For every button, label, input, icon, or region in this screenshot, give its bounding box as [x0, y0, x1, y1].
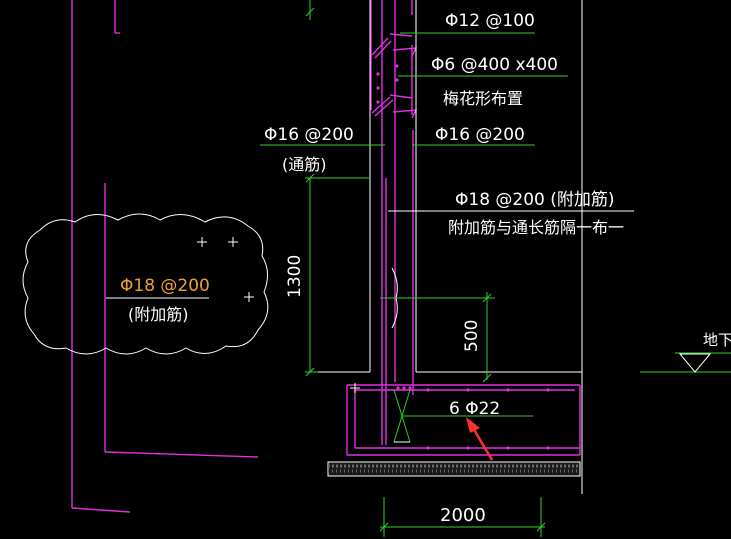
- dimension-2000: [379, 497, 546, 537]
- footing-plus-mark: [350, 383, 360, 393]
- base-bars-label: 6 Φ22: [449, 399, 500, 419]
- left-wall-rebar: [71, 0, 259, 513]
- revision-cloud: [22, 213, 269, 355]
- dimension-2000-text: 2000: [440, 505, 486, 526]
- dimension-500-text: 500: [462, 320, 482, 352]
- footing-bar-dots: [396, 386, 550, 450]
- basement-label: 地下室: [703, 331, 731, 349]
- left-bar-note-label: (通筋): [282, 155, 327, 174]
- red-annotation-arrow: [466, 417, 494, 461]
- additional-bar-note-label: 附加筋与通长筋隔一布一: [448, 218, 624, 237]
- wall-concrete-outline: [318, 0, 583, 494]
- dimension-1300-text: 1300: [285, 255, 305, 298]
- cloud-bar-note-label: (附加筋): [128, 305, 189, 324]
- dimension-500: [380, 292, 495, 383]
- label-leader-lines: [260, 32, 634, 417]
- wall-bar-dots: [376, 64, 399, 104]
- left-bar-label: Φ16 @200: [264, 125, 354, 145]
- cloud-plus-marks: [197, 237, 254, 302]
- dimension-1300: [305, 173, 370, 377]
- tie-layout-label: 梅花形布置: [443, 89, 523, 108]
- additional-bar-label: Φ18 @200 (附加筋): [455, 190, 615, 210]
- cushion-layer: [327, 461, 581, 477]
- main-wall-rebar: [370, 0, 418, 445]
- top-dimension-tick: [305, 0, 315, 20]
- cloud-bar-label: Φ18 @200: [120, 276, 210, 296]
- footing-rebar: [346, 384, 581, 456]
- tie-label: Φ6 @400 x400: [431, 55, 558, 75]
- stirrup-label: Φ12 @100: [445, 11, 535, 31]
- basement-level-symbol: [640, 352, 731, 373]
- right-bar-label: Φ16 @200: [435, 125, 525, 145]
